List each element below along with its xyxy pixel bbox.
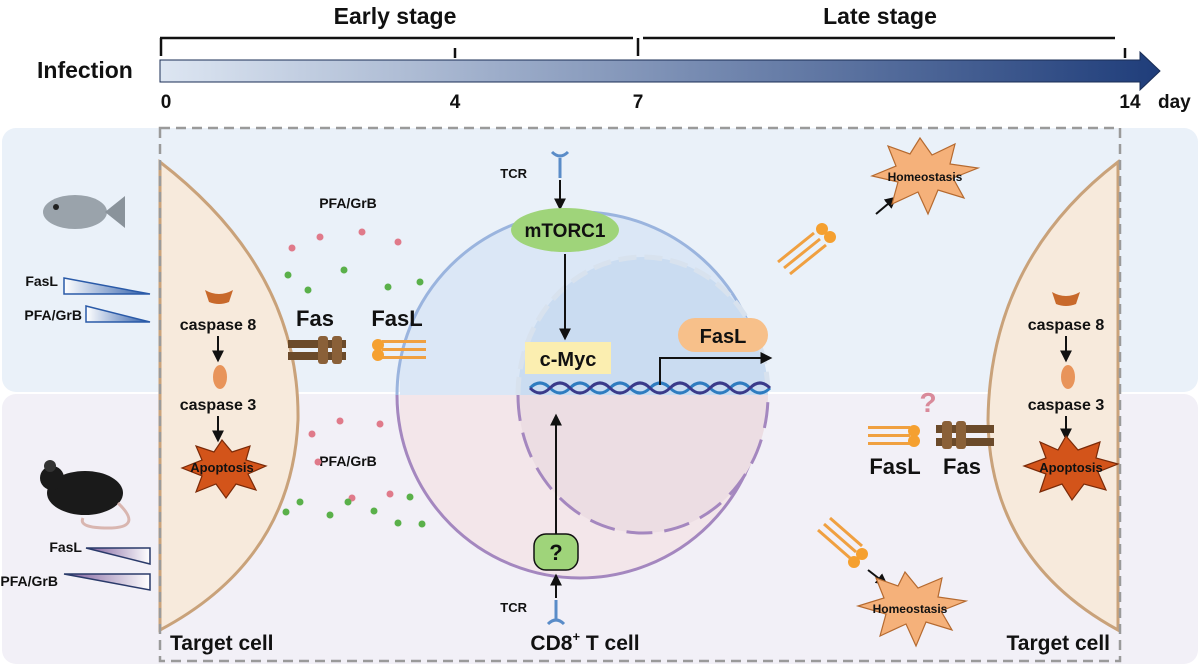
fasl-ligand-upper-right xyxy=(777,223,836,276)
granules-bottom xyxy=(282,417,426,528)
dna-helix xyxy=(528,381,772,395)
fish-grad-pfa-label: PFA/GrB xyxy=(24,307,82,323)
target-cell-label-right: Target cell xyxy=(1007,632,1110,655)
cmyc-box xyxy=(525,342,611,374)
mouse-grad-pfa-label: PFA/GrB xyxy=(0,573,58,589)
fasl-gene-box xyxy=(678,318,768,352)
pfa-grb-label-bottom: PFA/GrB xyxy=(319,453,377,469)
caspase8-icon-left xyxy=(205,290,233,304)
caspase3-icon-right xyxy=(1061,365,1075,389)
fas-receptor-right xyxy=(936,421,994,449)
target-cell-label-left: Target cell xyxy=(170,632,273,655)
pfa-grb-label-top: PFA/GrB xyxy=(319,195,377,211)
fasl-ligand-left xyxy=(372,339,426,361)
mouse-grad-fasl-label: FasL xyxy=(49,539,82,555)
infection-timeline-arrow xyxy=(159,50,1161,92)
apoptosis-label-right: Apoptosis xyxy=(1039,460,1103,475)
tick-day-7: 7 xyxy=(633,92,644,113)
cmyc-label: c-Myc xyxy=(540,349,597,371)
caspase3-icon-left xyxy=(213,365,227,389)
caspase3-label-left: caspase 3 xyxy=(180,397,257,414)
tick-day-0: 0 xyxy=(161,92,172,113)
dashed-frame xyxy=(158,126,1122,663)
apoptosis-label-left: Apoptosis xyxy=(190,460,254,475)
fish-grad-fasl-label: FasL xyxy=(25,273,58,289)
early-stage-label: Early stage xyxy=(334,3,457,29)
homeostasis-burst-top xyxy=(870,136,981,216)
fish-icon xyxy=(43,195,125,229)
fas-label-left: Fas xyxy=(296,306,334,331)
homeostasis-label-top: Homeostasis xyxy=(888,170,963,184)
fasl-label-right: FasL xyxy=(869,454,920,479)
tick-unit-day: day xyxy=(1158,92,1191,113)
apoptosis-burst-left xyxy=(180,438,268,500)
fas-receptor-left xyxy=(288,336,346,364)
homeostasis-label-bottom: Homeostasis xyxy=(873,602,948,616)
left-target-cell xyxy=(158,158,300,633)
fasl-gene-label: FasL xyxy=(700,326,747,348)
tcr-bottom-receptor: TCR xyxy=(500,600,566,626)
mouse-fasl-gradient xyxy=(85,547,151,565)
cd8-t-cell xyxy=(395,210,771,580)
tcr-top-label: TCR xyxy=(500,166,527,181)
fasl-ligand-lower-right xyxy=(817,516,868,568)
infection-label: Infection xyxy=(37,57,133,83)
granules-top xyxy=(284,228,424,294)
late-stage-label: Late stage xyxy=(823,3,937,29)
timeline: Early stage Late stage Infection 0 4 7 1… xyxy=(37,3,1191,113)
apoptosis-burst-right xyxy=(1022,434,1120,502)
tcr-top-receptor: TCR xyxy=(500,150,570,181)
mtorc1-label: mTORC1 xyxy=(525,221,606,242)
fish-pfa-gradient xyxy=(85,305,151,323)
fasl-ligand-right xyxy=(868,425,920,447)
tick-day-4: 4 xyxy=(450,92,461,113)
unknown-factor-label: ? xyxy=(549,540,562,565)
tick-day-14: 14 xyxy=(1119,92,1141,113)
caspase8-label-left: caspase 8 xyxy=(180,317,257,334)
caspase8-icon-right xyxy=(1052,292,1080,306)
question-mark-right: ? xyxy=(919,387,936,418)
cd8-t-cell-label: CD8+ T cell xyxy=(530,629,639,655)
mtorc1-node xyxy=(511,208,619,252)
transcription-arrow xyxy=(659,352,773,385)
fish-fasl-gradient xyxy=(63,277,151,295)
homeostasis-burst-bottom xyxy=(855,570,969,648)
fas-label-right: Fas xyxy=(943,454,981,479)
mouse-icon xyxy=(40,460,131,530)
unknown-factor-box xyxy=(533,533,579,571)
tcr-bottom-label: TCR xyxy=(500,600,527,615)
mouse-pfa-gradient xyxy=(63,573,151,591)
caspase8-label-right: caspase 8 xyxy=(1028,317,1105,334)
fasl-label-left: FasL xyxy=(371,306,422,331)
right-target-cell xyxy=(986,158,1120,633)
caspase3-label-right: caspase 3 xyxy=(1028,397,1105,414)
